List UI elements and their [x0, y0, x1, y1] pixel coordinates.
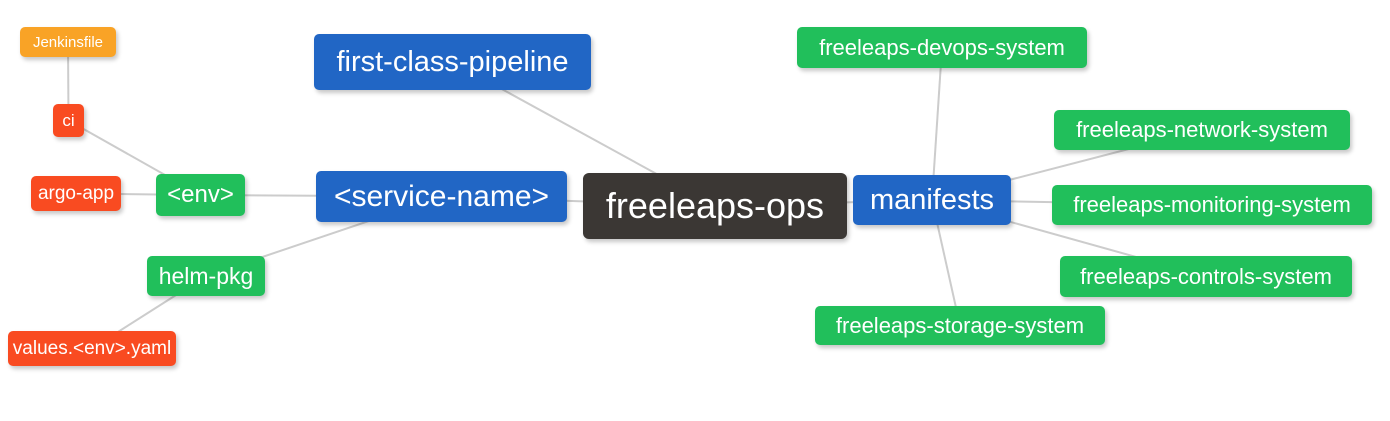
node-env[interactable]: <env> [156, 174, 245, 216]
node-freeleaps-devops-system-label: freeleaps-devops-system [819, 34, 1065, 60]
node-argo-app[interactable]: argo-app [31, 176, 121, 211]
node-first-class-pipeline-label: first-class-pipeline [336, 45, 569, 78]
node-freeleaps-network-system-label: freeleaps-network-system [1076, 117, 1328, 142]
node-freeleaps-ops-root[interactable]: freeleaps-ops [583, 173, 847, 239]
node-values-env-yaml[interactable]: values.<env>.yaml [8, 331, 176, 366]
node-service-name[interactable]: <service-name> [316, 171, 567, 222]
node-ci-label: ci [62, 110, 75, 130]
node-freeleaps-monitoring-system-label: freeleaps-monitoring-system [1073, 192, 1351, 217]
node-freeleaps-storage-system-label: freeleaps-storage-system [835, 312, 1085, 338]
node-freeleaps-storage-system[interactable]: freeleaps-storage-system [815, 306, 1105, 345]
node-freeleaps-monitoring-system[interactable]: freeleaps-monitoring-system [1052, 185, 1372, 225]
node-ci[interactable]: ci [53, 104, 84, 137]
node-values-env-yaml-label: values.<env>.yaml [12, 337, 172, 359]
node-jenkinsfile[interactable]: Jenkinsfile [20, 27, 116, 57]
node-freeleaps-devops-system[interactable]: freeleaps-devops-system [797, 27, 1087, 68]
node-jenkinsfile-label: Jenkinsfile [32, 33, 104, 51]
node-argo-app-label: argo-app [37, 182, 115, 204]
node-env-label: <env> [167, 181, 234, 208]
node-helm-pkg-label: helm-pkg [158, 262, 254, 289]
node-freeleaps-controls-system[interactable]: freeleaps-controls-system [1060, 256, 1352, 297]
node-manifests-label: manifests [869, 183, 995, 216]
node-service-name-label: <service-name> [333, 179, 550, 213]
node-manifests[interactable]: manifests [853, 175, 1011, 225]
edge-manifests-devops [931, 47, 943, 201]
node-freeleaps-network-system[interactable]: freeleaps-network-system [1054, 110, 1350, 150]
node-helm-pkg[interactable]: helm-pkg [147, 256, 265, 296]
node-first-class-pipeline[interactable]: first-class-pipeline [314, 34, 591, 90]
node-freeleaps-ops-label: freeleaps-ops [605, 185, 825, 226]
node-freeleaps-controls-system-label: freeleaps-controls-system [1080, 263, 1332, 289]
